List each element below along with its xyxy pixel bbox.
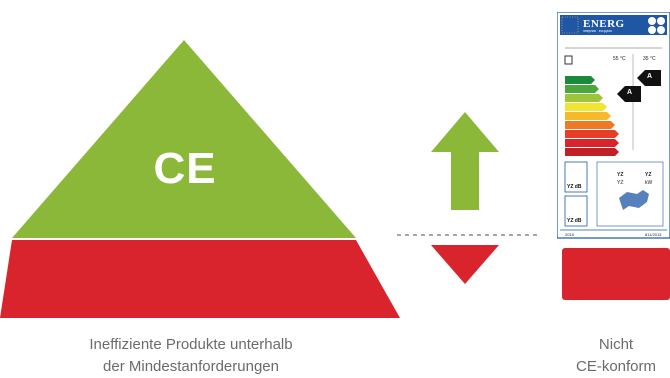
class-right: A [647,73,653,80]
footer-regulation: 811/2013 [645,232,662,237]
caption-left: Ineffiziente Produkte unterhalb der Mind… [60,334,322,378]
caption-left-line1: Ineffiziente Produkte unterhalb [89,336,293,353]
energy-label-graphic [557,12,670,239]
direction-arrows [397,112,537,284]
ce-mark: CE [153,144,217,193]
efficiency-scale [565,76,619,156]
sound-db-1: YZ dB [567,184,582,190]
temp-55: 55 °C [613,56,626,62]
temp-35: 35 °C [643,56,656,62]
non-compliant-box [562,248,670,300]
value-2: YZ [645,172,652,178]
caption-right-line2: CE-konform [575,358,657,375]
pyramid-top-compliant [12,40,356,238]
value-3: YZ [617,180,624,186]
value-1: YZ [617,172,624,178]
footer-year: 2015 [565,232,574,237]
arrow-down-icon [431,245,499,284]
ce-pyramid [0,40,400,318]
value-unit: kW [645,180,653,186]
pyramid-base-noncompliant [0,240,400,318]
caption-right: Nicht CE-konform [562,334,670,378]
sound-db-2: YZ dB [567,218,582,224]
energy-label-brand: ENERG [583,18,625,30]
caption-right-line1: Nicht [598,336,634,353]
energy-label-subtitle: энергия · ενεργεια [583,29,612,33]
caption-left-line2: der Mindestanforderungen [103,358,279,375]
arrow-up-icon [431,112,499,210]
energy-label: ENERG энергия · ενεργεια 55 °C 35 °C A A… [557,12,670,240]
class-left: A [627,89,633,96]
